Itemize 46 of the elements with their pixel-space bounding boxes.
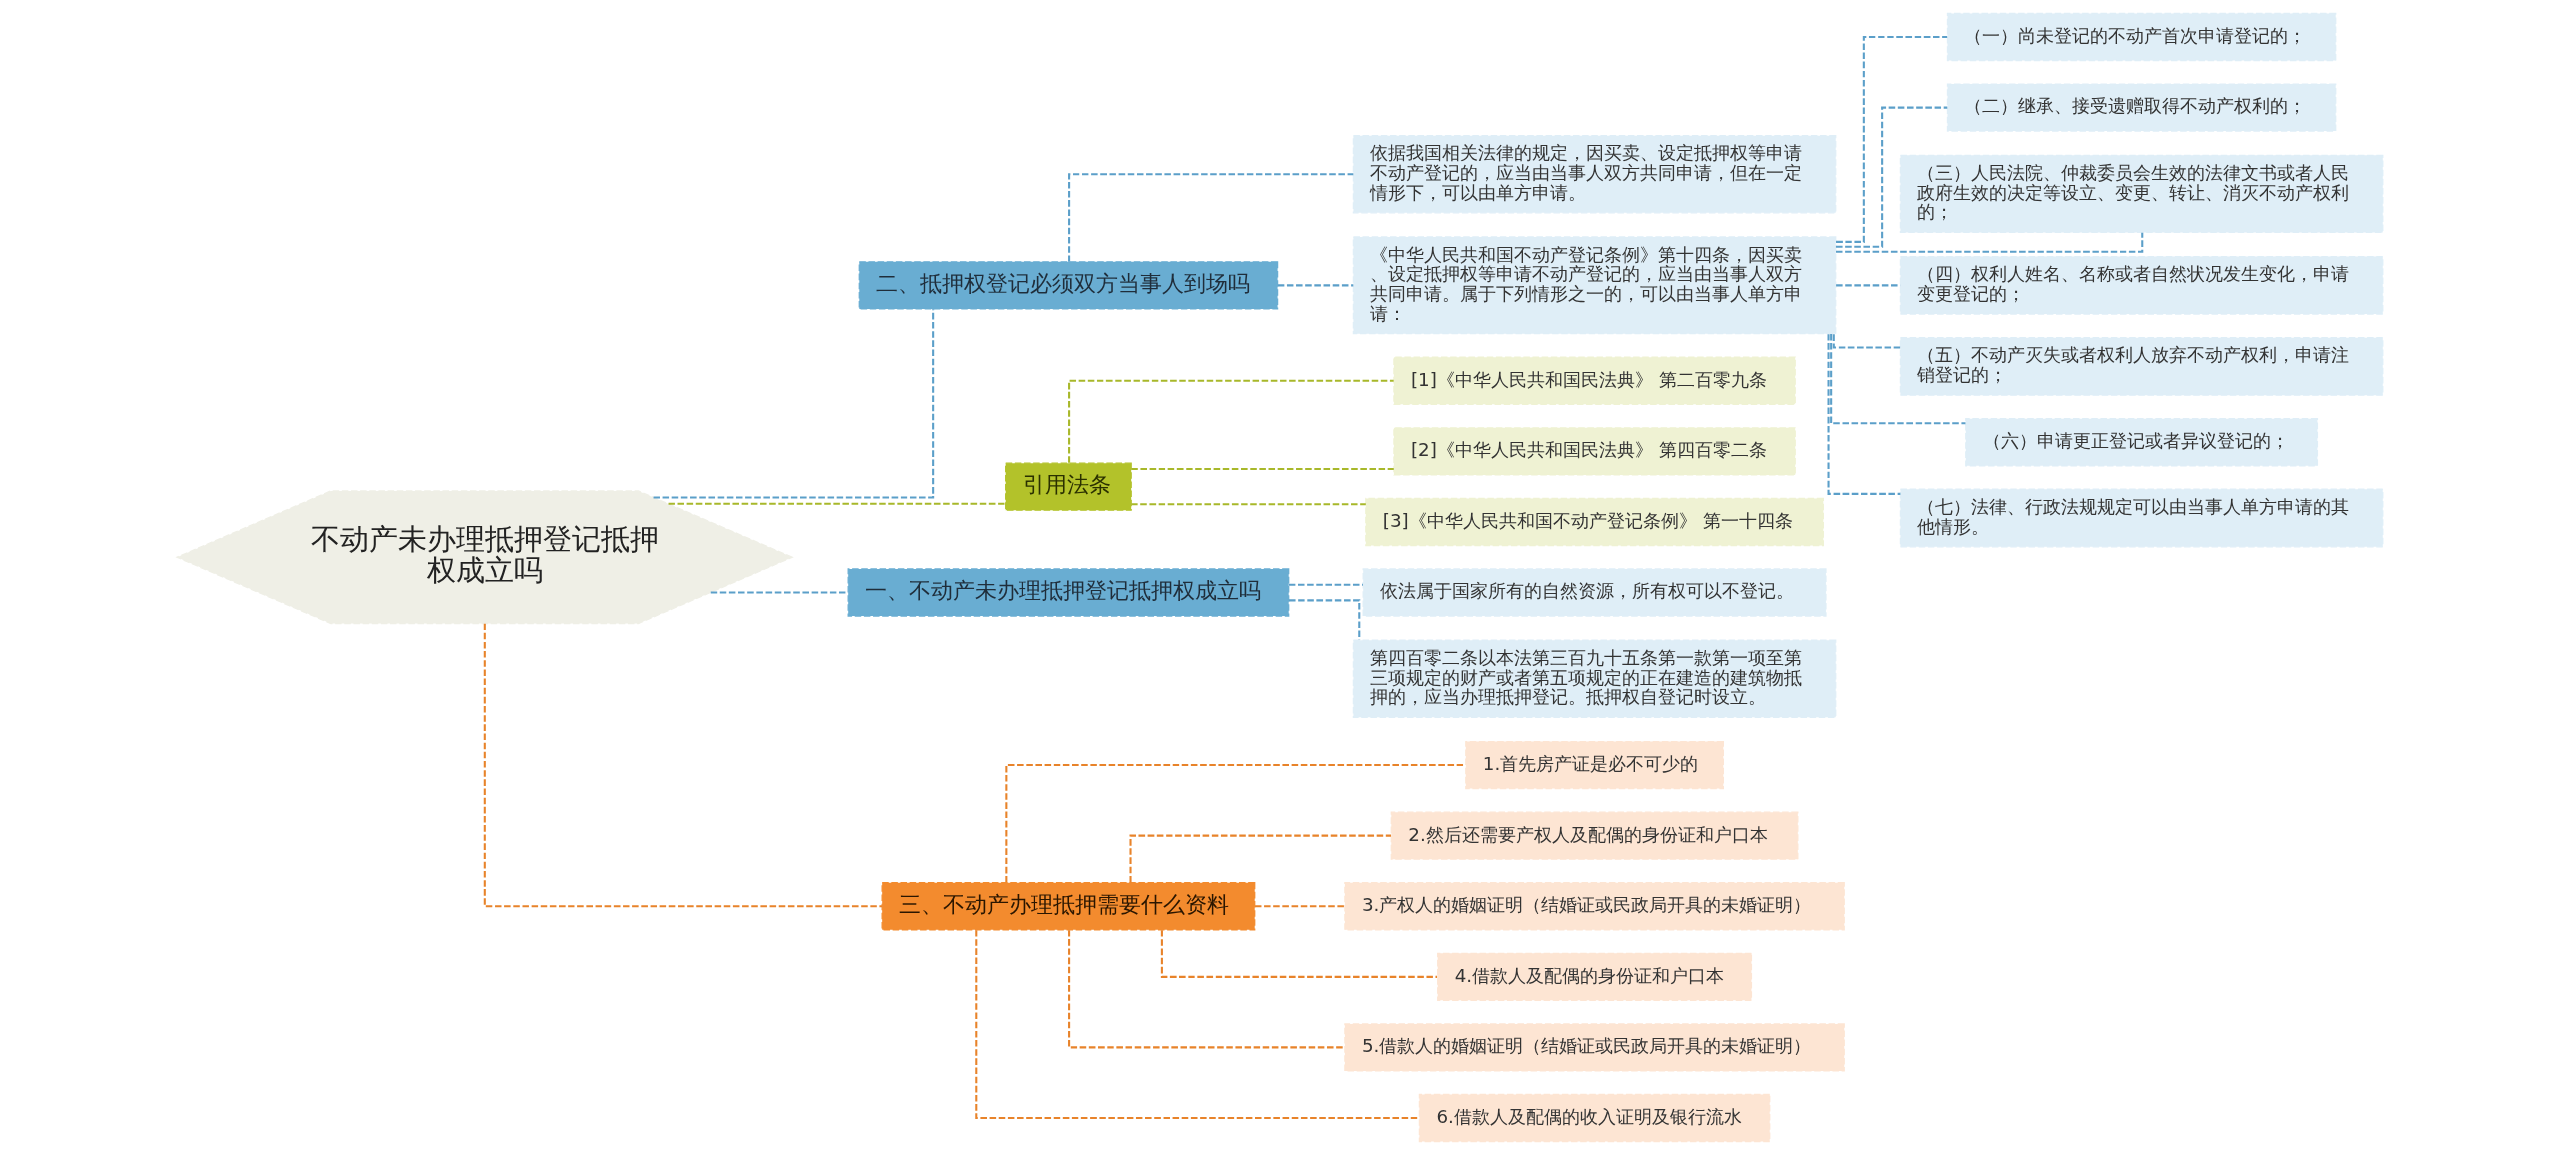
connector <box>1288 583 1363 586</box>
connector <box>668 502 1006 505</box>
node-box: 《中华人民共和国不动产登记条例》第十四条，因买卖、设定抵押权等申请不动产登记的，应当由当事人双方共同申请。属于下列情形之一的，可以由当事人单方申请： <box>1352 236 1837 335</box>
connector <box>1836 284 1901 287</box>
node-box: （五）不动产灭失或者权利人放弃不动产权利，申请注销登记的； <box>1899 337 2384 396</box>
node-box: 一、不动产未办理抵押登记抵押权成立吗 <box>847 568 1290 617</box>
node-box: 二、抵押权登记必须双方当事人到场吗 <box>858 261 1279 310</box>
connector <box>1005 764 1466 883</box>
node-box: 三、不动产办理抵押需要什么资料 <box>881 882 1256 931</box>
connector <box>1131 467 1394 471</box>
connector <box>1836 35 1948 243</box>
connector <box>1832 334 1901 349</box>
node-box: （七）法律、行政法规规定可以由当事人单方申请的其他情形。 <box>1899 488 2384 548</box>
node-box: （四）权利人姓名、名称或者自然状况发生变化，申请变更登记的； <box>1899 255 2384 315</box>
node-box: （二）继承、接受遗赠取得不动产权利的； <box>1946 83 2337 132</box>
node-box: [1]《中华人民共和国民法典》 第二百零九条 <box>1393 356 1796 405</box>
connector <box>1277 284 1354 287</box>
node-box: 3.产权人的婚姻证明（结婚证或民政局开具的未婚证明） <box>1344 882 1845 931</box>
connector <box>1835 106 1948 248</box>
node-box: （六）申请更正登记或者异议登记的； <box>1965 418 2319 467</box>
connector <box>1068 173 1354 262</box>
connector <box>1255 905 1345 908</box>
connector <box>1131 503 1366 506</box>
connector <box>1068 379 1394 463</box>
connector <box>1160 930 1438 978</box>
connector <box>653 309 935 499</box>
node-box: [2]《中华人民共和国民法典》 第四百零二条 <box>1393 427 1796 476</box>
connector <box>1830 334 1966 425</box>
node-box: [3]《中华人民共和国不动产登记条例》 第一十四条 <box>1365 497 1824 547</box>
node-box: 4.借款人及配偶的身份证和户口本 <box>1437 952 1753 1001</box>
node-box: 2.然后还需要产权人及配偶的身份证和户口本 <box>1390 811 1799 860</box>
connector <box>483 623 883 908</box>
node-box: 6.借款人及配偶的收入证明及银行流水 <box>1418 1093 1771 1143</box>
node-box: （三）人民法院、仲裁委员会生效的法律文书或者人民政府生效的决定等设立、变更、转让、消灭不动产权利的； <box>1899 154 2384 234</box>
node-box: 依法属于国家所有的自然资源，所有权可以不登记。 <box>1362 568 1827 617</box>
connector <box>1068 930 1345 1049</box>
connector <box>1129 834 1392 883</box>
node-box: 5.借款人的婚姻证明（结婚证或民政局开具的未婚证明） <box>1344 1023 1845 1072</box>
node-box: 依据我国相关法律的规定，因买卖、设定抵押权等申请不动产登记的，应当由当事人双方共同申请，但在一定情形下，可以由单方申请。 <box>1352 135 1837 214</box>
node-box: 1.首先房产证是必不可少的 <box>1465 740 1724 790</box>
node-box: （一）尚未登记的不动产首次申请登记的； <box>1946 12 2337 62</box>
node-box: 引用法条 <box>1005 462 1132 511</box>
connector <box>1827 334 1901 495</box>
connector <box>975 930 1420 1120</box>
node-box: 第四百零二条以本法第三百九十五条第一款第一项至第三项规定的财产或者第五项规定的正在建造的建筑物抵押的，应当办理抵押登记。抵押权自登记时设立。 <box>1352 639 1837 718</box>
connector <box>710 591 848 594</box>
